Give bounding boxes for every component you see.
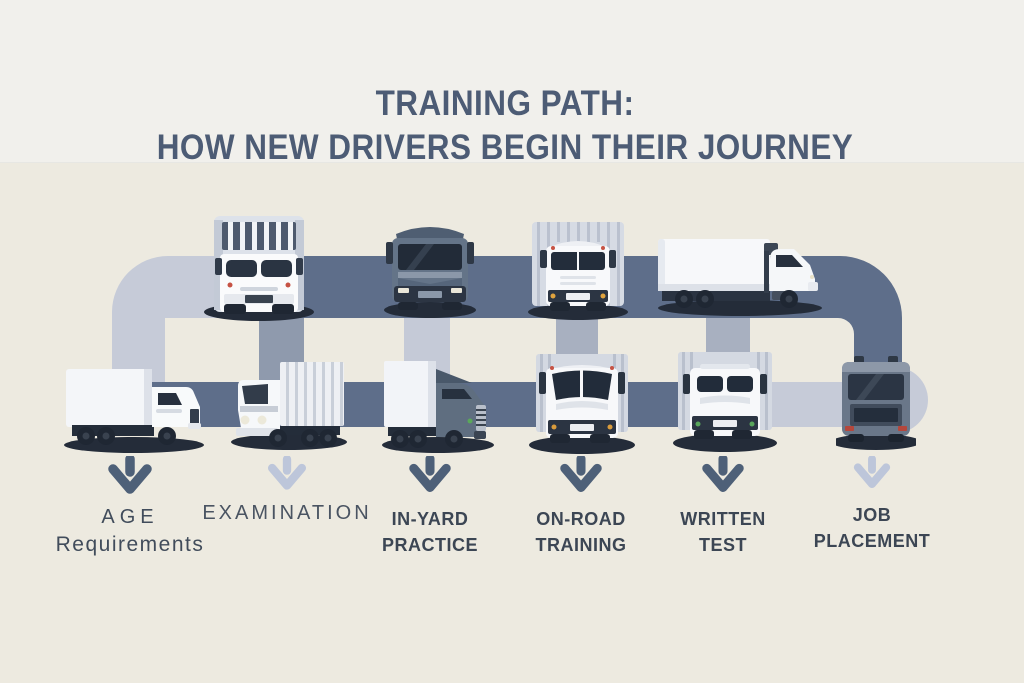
step-age-requirements: AGE Requirements <box>35 456 225 557</box>
step-label-line2: TRAINING <box>535 535 627 555</box>
down-arrow-icon <box>853 456 891 488</box>
step-examination: EXAMINATION <box>192 456 382 525</box>
down-arrow-shape <box>702 456 744 492</box>
step-label-line1: ON-ROAD <box>536 509 626 529</box>
step-label-line1: JOB <box>852 505 892 525</box>
title-line-2: HOW NEW DRIVERS BEGIN THEIR JOURNEY <box>156 128 854 167</box>
trailer-truck-front-icon <box>529 354 635 454</box>
down-arrow-icon <box>702 456 744 492</box>
down-arrow-icon <box>560 456 602 492</box>
semi-cab-front-icon <box>384 227 476 318</box>
down-arrow-shape <box>853 456 891 488</box>
box-truck-side-left-icon <box>231 362 347 450</box>
step-label-line2: PLACEMENT <box>813 531 931 551</box>
box-truck-side-icon <box>64 369 204 453</box>
step-label-line1: EXAMINATION <box>202 502 372 524</box>
semi-truck-dark-cab-icon <box>382 361 494 453</box>
box-truck-front-icon <box>204 216 314 321</box>
down-arrow-icon <box>409 456 451 492</box>
step-label-line2: Requirements <box>55 533 205 556</box>
down-arrow-shape <box>560 456 602 492</box>
top-background-band <box>0 0 1024 163</box>
trailer-truck-front-icon <box>528 222 628 320</box>
step-label-line2: PRACTICE <box>381 535 478 555</box>
step-label-line2: TEST <box>698 535 747 555</box>
title-line-1: TRAINING PATH: <box>375 84 635 123</box>
step-job-placement: JOB PLACEMENT <box>777 456 967 552</box>
down-arrow-shape <box>267 456 307 490</box>
down-arrow-shape <box>108 456 152 494</box>
down-arrow-icon <box>267 456 307 490</box>
step-on-road-training: ON-ROAD TRAINING <box>486 456 676 556</box>
step-in-yard-practice: IN-YARD PRACTICE <box>335 456 525 556</box>
delivery-truck-dark-icon <box>836 356 916 450</box>
down-arrow-shape <box>409 456 451 492</box>
step-label-line1: AGE <box>101 506 159 528</box>
semi-truck-side-icon <box>658 239 822 316</box>
trailer-truck-front-icon <box>673 352 777 452</box>
page-title: TRAINING PATH: HOW NEW DRIVERS BEGIN THE… <box>51 82 960 170</box>
step-label-line1: IN-YARD <box>391 509 469 529</box>
down-arrow-icon <box>108 456 152 494</box>
step-label-line1: WRITTEN <box>680 509 766 529</box>
step-written-test: WRITTEN TEST <box>628 456 818 556</box>
